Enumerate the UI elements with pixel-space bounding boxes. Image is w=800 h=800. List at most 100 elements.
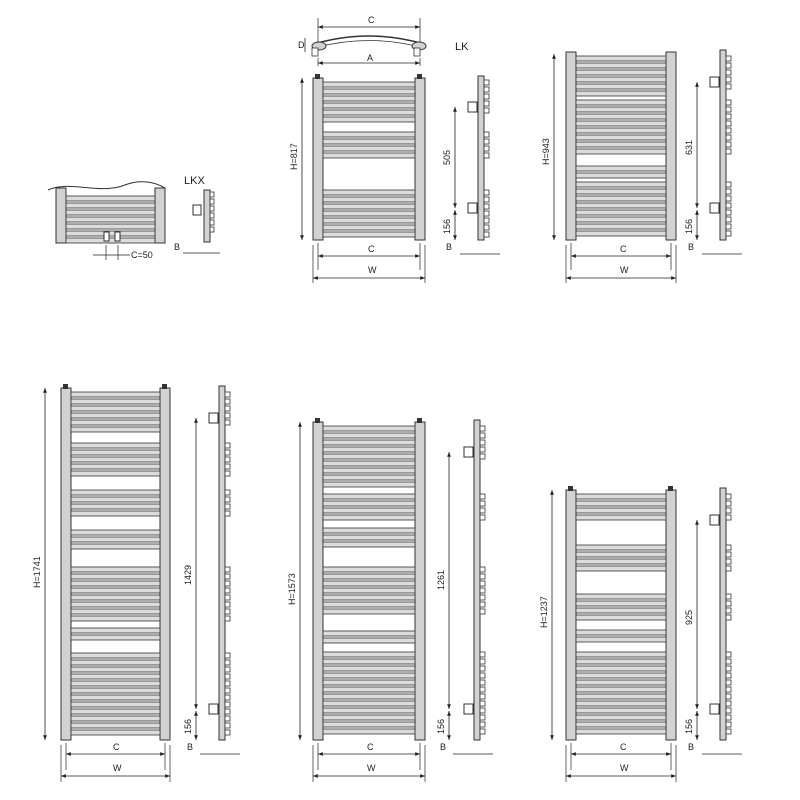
cross-bar xyxy=(322,714,416,721)
cross-bar xyxy=(322,594,416,601)
radiator-h1573-fins xyxy=(479,425,486,735)
side-fin xyxy=(479,432,486,439)
cross-bar xyxy=(575,728,667,735)
side-fin xyxy=(725,707,732,714)
radiator-h1741-bars xyxy=(70,391,161,736)
side-fin xyxy=(479,493,486,500)
cross-bar xyxy=(70,652,161,659)
lk-curved-rail xyxy=(313,35,425,45)
cross-bar xyxy=(322,651,416,658)
radiator-h817-front: H=817 C W xyxy=(289,74,426,283)
side-fin xyxy=(725,113,732,120)
cross-bar xyxy=(65,209,156,216)
side-fin xyxy=(224,615,231,622)
cross-bar xyxy=(575,62,667,69)
side-fin xyxy=(479,446,486,453)
side-fin xyxy=(224,573,231,580)
side-fin xyxy=(224,608,231,615)
cross-bar xyxy=(70,666,161,673)
cross-bar xyxy=(575,120,667,127)
radiator-h943-bars xyxy=(575,55,667,237)
cross-bar xyxy=(322,81,416,88)
cross-bar xyxy=(322,637,416,644)
side-fin xyxy=(224,405,231,412)
cross-bar xyxy=(575,500,667,507)
cross-bar xyxy=(70,587,161,594)
side-fin xyxy=(725,62,732,69)
side-fin xyxy=(224,449,231,456)
cross-bar xyxy=(322,95,416,102)
lk-d-label: D xyxy=(298,40,305,50)
side-fin xyxy=(479,507,486,514)
cross-bar xyxy=(575,514,667,521)
cross-bar xyxy=(322,102,416,109)
cross-bar xyxy=(575,651,667,658)
cross-bar xyxy=(70,405,161,412)
cross-bar xyxy=(575,113,667,120)
cross-bar xyxy=(322,500,416,507)
side-fin xyxy=(483,93,490,100)
side-fin xyxy=(483,203,490,210)
side-fin xyxy=(725,120,732,127)
side-fin xyxy=(725,551,732,558)
side-fin xyxy=(479,439,486,446)
cross-bar xyxy=(70,449,161,456)
side-fin xyxy=(479,566,486,573)
side-fin xyxy=(725,651,732,658)
dist-label-925: 925 xyxy=(684,610,694,625)
side-fin xyxy=(479,700,486,707)
lkx-right-upright xyxy=(154,187,166,244)
radiator-h1237-bars xyxy=(575,493,667,735)
side-fin xyxy=(224,715,231,722)
cross-bar xyxy=(322,493,416,500)
cross-bar xyxy=(70,442,161,449)
side-fin xyxy=(224,722,231,729)
dist-label-505: 505 xyxy=(442,150,452,165)
side-fin xyxy=(725,514,732,521)
side-fin xyxy=(725,658,732,665)
cross-bar xyxy=(575,551,667,558)
radiator-h1573-bars xyxy=(322,425,416,735)
lk-c-label: C xyxy=(368,15,375,25)
cross-bar xyxy=(575,90,667,97)
cross-bar xyxy=(70,615,161,622)
cross-bar xyxy=(322,152,416,159)
side-fin xyxy=(725,493,732,500)
cross-bar xyxy=(322,728,416,735)
cross-bar xyxy=(575,127,667,134)
side-fin xyxy=(479,580,486,587)
cross-bar xyxy=(322,707,416,714)
side-fin xyxy=(479,425,486,432)
cross-bar xyxy=(575,76,667,83)
cross-bar xyxy=(322,601,416,608)
cross-bar xyxy=(575,700,667,707)
w-label-1741: W xyxy=(113,763,122,773)
cross-bar xyxy=(70,627,161,634)
side-fin xyxy=(224,729,231,736)
side-fin xyxy=(479,453,486,460)
cross-bar xyxy=(70,708,161,715)
side-fin xyxy=(224,470,231,477)
cross-bar xyxy=(70,543,161,550)
w-label-1573: W xyxy=(367,763,376,773)
side-fin xyxy=(479,514,486,521)
side-fin xyxy=(224,666,231,673)
lkx-valves xyxy=(103,231,121,242)
cross-bar xyxy=(575,714,667,721)
cross-bar xyxy=(65,230,156,237)
side-fin xyxy=(224,496,231,503)
cross-bar xyxy=(70,529,161,536)
side-fin xyxy=(479,594,486,601)
cross-bar xyxy=(65,216,156,223)
side-fin xyxy=(725,69,732,76)
cross-bar xyxy=(322,587,416,594)
lk-top-view: C D A LK xyxy=(298,15,469,66)
cross-bar xyxy=(322,196,416,203)
side-fin xyxy=(725,686,732,693)
cross-bar xyxy=(70,496,161,503)
cross-bar xyxy=(575,202,667,209)
cross-bar xyxy=(322,467,416,474)
side-fin xyxy=(224,594,231,601)
side-fin xyxy=(479,601,486,608)
cross-bar xyxy=(322,580,416,587)
